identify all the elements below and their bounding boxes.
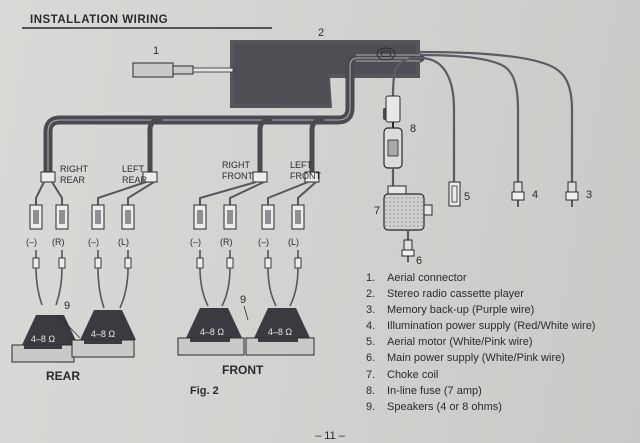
channel-left-rear: LEFT REAR (–) (L) xyxy=(88,164,158,309)
callout-1: 1 xyxy=(153,45,159,57)
channel-label-left-rear-line2: REAR xyxy=(122,175,148,185)
memory-backup-connector xyxy=(565,181,579,207)
legend-item: 5. Aerial motor (White/Pink wire) xyxy=(366,334,636,350)
impedance-label-fr: 4–8 Ω xyxy=(200,327,225,337)
channel-label-left-front-line2: FRONT xyxy=(290,171,321,181)
legend-number: 3. xyxy=(366,304,376,317)
legend-text: Choke coil xyxy=(387,368,439,381)
inline-fuse xyxy=(383,95,403,190)
legend-item: 4. Illumination power supply (Red/White w… xyxy=(366,318,636,334)
callout-9-rear: 9 xyxy=(64,300,70,312)
illumination-connector xyxy=(511,181,525,207)
legend-number: 5. xyxy=(366,336,376,349)
channel-label-right-front-line1: RIGHT xyxy=(222,160,251,170)
legend-text: Illumination power supply (Red/White wir… xyxy=(387,320,596,333)
legend-number: 9. xyxy=(366,400,376,413)
legend-item: 8. In-line fuse (7 amp) xyxy=(366,383,636,399)
parts-legend: 1. Aerial connector 2. Stereo radio casset… xyxy=(366,270,636,415)
legend-text: Stereo radio cassette player xyxy=(387,288,524,301)
callout-8: 8 xyxy=(410,123,416,135)
polarity-minus-rf: (–) xyxy=(190,237,201,247)
legend-text: Speakers (4 or 8 ohms) xyxy=(387,400,502,413)
legend-item: 2. Stereo radio cassette player xyxy=(366,286,636,302)
speaker-front-left: 4–8 Ω xyxy=(245,308,315,356)
callout-5: 5 xyxy=(464,191,470,203)
group-label-rear: REAR xyxy=(46,369,80,383)
figure-caption: Fig. 2 xyxy=(190,385,219,397)
callout-4: 4 xyxy=(532,189,538,201)
callout-9-front: 9 xyxy=(240,294,246,306)
speaker-rear-right: 4–8 Ω xyxy=(11,315,78,363)
polarity-left-lf: (L) xyxy=(288,237,299,247)
legend-text: Main power supply (White/Pink wire) xyxy=(387,352,565,365)
legend-item: 7. Choke coil xyxy=(366,367,636,383)
legend-number: 7. xyxy=(366,368,376,381)
legend-item: 1. Aerial connector xyxy=(366,270,636,286)
speaker-rear-left: 4–8 Ω xyxy=(71,310,136,358)
aerial-motor-connector xyxy=(448,181,461,207)
impedance-label-rr: 4–8 Ω xyxy=(31,334,56,344)
callout-2: 2 xyxy=(318,27,324,39)
legend-number: 6. xyxy=(366,352,376,365)
callout-6: 6 xyxy=(416,255,422,267)
group-label-front: FRONT xyxy=(222,363,264,377)
legend-number: 8. xyxy=(366,384,376,397)
callout-3: 3 xyxy=(586,189,592,201)
page-title: INSTALLATION WIRING xyxy=(30,14,168,26)
legend-number: 4. xyxy=(366,320,376,333)
speaker-harness xyxy=(43,53,425,177)
channel-label-left-rear-line1: LEFT xyxy=(122,164,145,174)
legend-number: 1. xyxy=(366,272,376,284)
power-wires xyxy=(391,50,574,182)
impedance-label-fl: 4–8 Ω xyxy=(268,327,293,337)
legend-text: Aerial connector xyxy=(387,272,467,284)
legend-item: 6. Main power supply (White/Pink wire) xyxy=(366,350,636,366)
polarity-minus-lf: (–) xyxy=(258,237,269,247)
channel-right-rear: RIGHT REAR (–) (R) xyxy=(26,164,89,306)
channel-label-right-front-line2: FRONT xyxy=(222,171,253,181)
legend-text: In-line fuse (7 amp) xyxy=(387,384,482,397)
page-number: – 11 – xyxy=(315,430,346,442)
cable-clamp xyxy=(376,47,396,61)
header: INSTALLATION WIRING xyxy=(22,14,272,29)
legend-number: 2. xyxy=(366,288,376,301)
legend-text: Memory back-up (Purple wire) xyxy=(387,304,535,317)
channel-label-right-rear-line1: RIGHT xyxy=(60,164,89,174)
channel-label-left-front-line1: LEFT xyxy=(290,160,313,170)
speaker-front-right: 4–8 Ω xyxy=(177,308,245,356)
polarity-right-rf: (R) xyxy=(220,237,233,247)
choke-coil xyxy=(383,185,433,262)
legend-text: Aerial motor (White/Pink wire) xyxy=(387,336,533,349)
polarity-minus-lr: (–) xyxy=(88,237,99,247)
callout-7: 7 xyxy=(374,205,380,217)
polarity-right-rr: (R) xyxy=(52,237,65,247)
aerial-connector xyxy=(132,62,234,78)
impedance-label-rl: 4–8 Ω xyxy=(91,329,116,339)
legend-item: 9. Speakers (4 or 8 ohms) xyxy=(366,399,636,415)
polarity-minus-rr: (–) xyxy=(26,237,37,247)
channel-label-right-rear-line2: REAR xyxy=(60,175,86,185)
channel-right-front: RIGHT FRONT (–) (R) xyxy=(190,160,268,307)
polarity-left-lr: (L) xyxy=(118,237,129,247)
legend-item: 3. Memory back-up (Purple wire) xyxy=(366,302,636,318)
channel-left-front: LEFT FRONT (–) (L) xyxy=(258,160,321,307)
